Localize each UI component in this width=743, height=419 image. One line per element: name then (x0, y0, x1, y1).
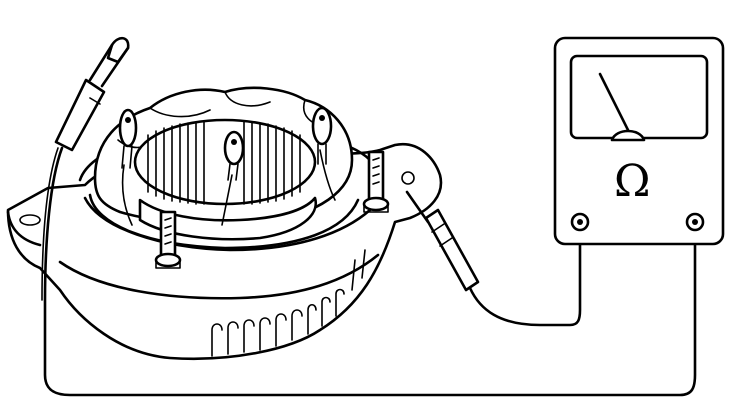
stator-core-teeth (147, 121, 301, 205)
meter-dial-window (569, 54, 709, 140)
test-probe-lead (405, 190, 582, 327)
meter-needle-icon (598, 72, 646, 142)
stator-lead-left (118, 108, 138, 226)
ohm-unit-label: Ω (614, 156, 650, 207)
alligator-clip-lead (41, 36, 697, 397)
cooling-fins (211, 288, 345, 357)
stator-lead-right (311, 106, 336, 201)
meter-terminal-left (570, 212, 590, 232)
ohmmeter: Ω (553, 36, 725, 246)
stator-lead-center (221, 130, 245, 226)
terminal-stud-right (362, 150, 390, 213)
meter-terminal-right (685, 212, 705, 232)
terminal-stud-left (154, 210, 182, 269)
stator-windings (88, 86, 360, 250)
